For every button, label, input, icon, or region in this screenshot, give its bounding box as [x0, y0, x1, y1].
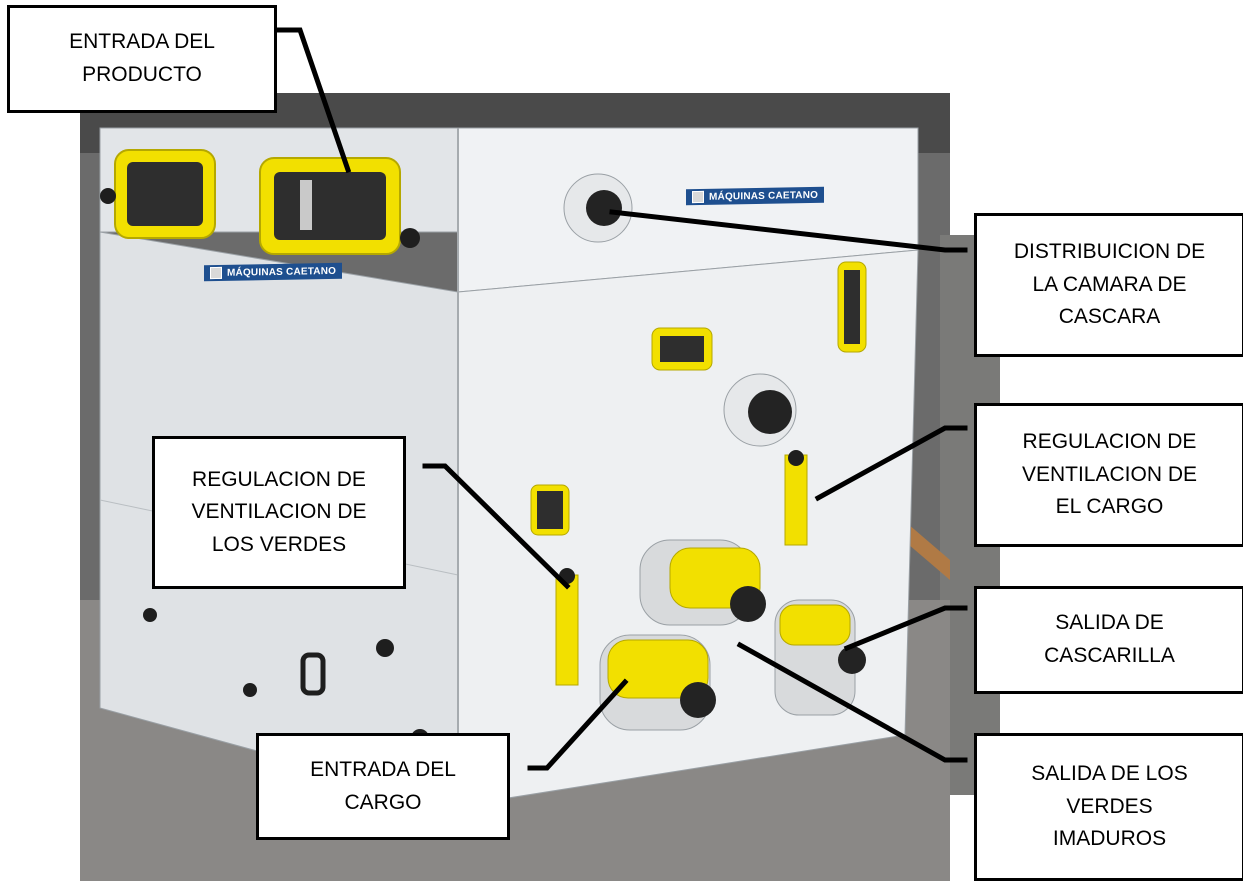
- brand-plate-side: MÁQUINAS CAETANO: [204, 262, 343, 282]
- brand-plate-front: MÁQUINAS CAETANO: [686, 186, 825, 206]
- callout-regulacion-ventilacion-verdes: REGULACION DE VENTILACION DE LOS VERDES: [152, 436, 406, 589]
- brand-logo-icon: [210, 266, 222, 280]
- callout-entrada-producto: ENTRADA DEL PRODUCTO: [7, 5, 277, 113]
- callout-salida-cascarilla: SALIDA DE CASCARILLA: [974, 586, 1243, 694]
- pointer-regulacion-verdes: [422, 463, 571, 590]
- callout-salida-verdes-imaduros: SALIDA DE LOS VERDES IMADUROS: [974, 733, 1243, 881]
- lever-cargo-ventilation: [784, 454, 808, 546]
- brand-name: MÁQUINAS CAETANO: [227, 265, 337, 279]
- pointer-salida-cascarilla: [843, 605, 968, 652]
- pointer-lines: [274, 27, 968, 771]
- callout-entrada-cargo: ENTRADA DEL CARGO: [256, 733, 510, 840]
- pointer-entrada-cargo: [527, 678, 629, 771]
- brand-name: MÁQUINAS CAETANO: [709, 189, 819, 203]
- lever-green-ventilation: [555, 574, 579, 686]
- callout-regulacion-ventilacion-cargo: REGULACION DE VENTILACION DE EL CARGO: [974, 403, 1243, 547]
- pointer-salida-verdes: [736, 641, 968, 763]
- pointer-entrada-producto: [274, 27, 352, 174]
- callout-distribucion-camara-cascara: DISTRIBUICION DE LA CAMARA DE CASCARA: [974, 213, 1243, 357]
- pointer-regulacion-cargo: [814, 425, 968, 502]
- pointer-distribucion-camara: [609, 209, 968, 253]
- brand-logo-icon: [692, 190, 704, 204]
